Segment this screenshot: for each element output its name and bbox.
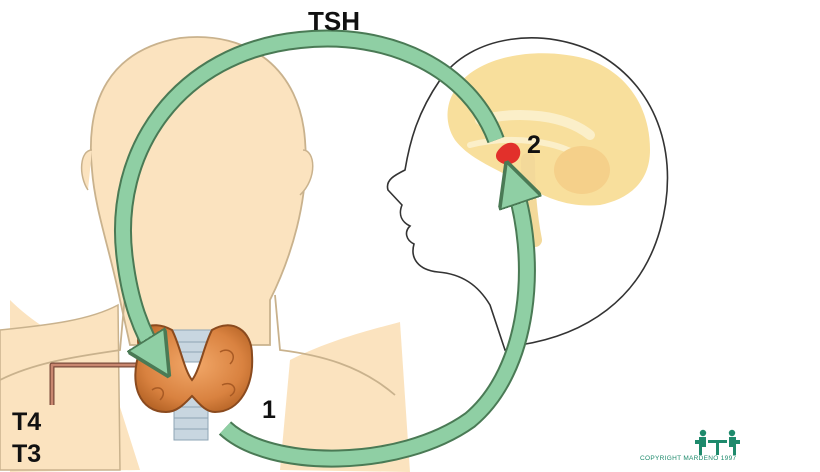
- thyroid-number-label: 1: [262, 398, 276, 423]
- pituitary-number-label: 2: [527, 133, 541, 158]
- logo-figures-icon: [640, 428, 815, 456]
- t3-label: T3: [12, 442, 41, 467]
- tsh-label: TSH: [308, 8, 360, 34]
- t4-label: T4: [12, 410, 41, 435]
- copyright-text: COPYRIGHT MARDENO 1997: [640, 455, 815, 462]
- copyright-logo: COPYRIGHT MARDENO 1997: [640, 428, 815, 468]
